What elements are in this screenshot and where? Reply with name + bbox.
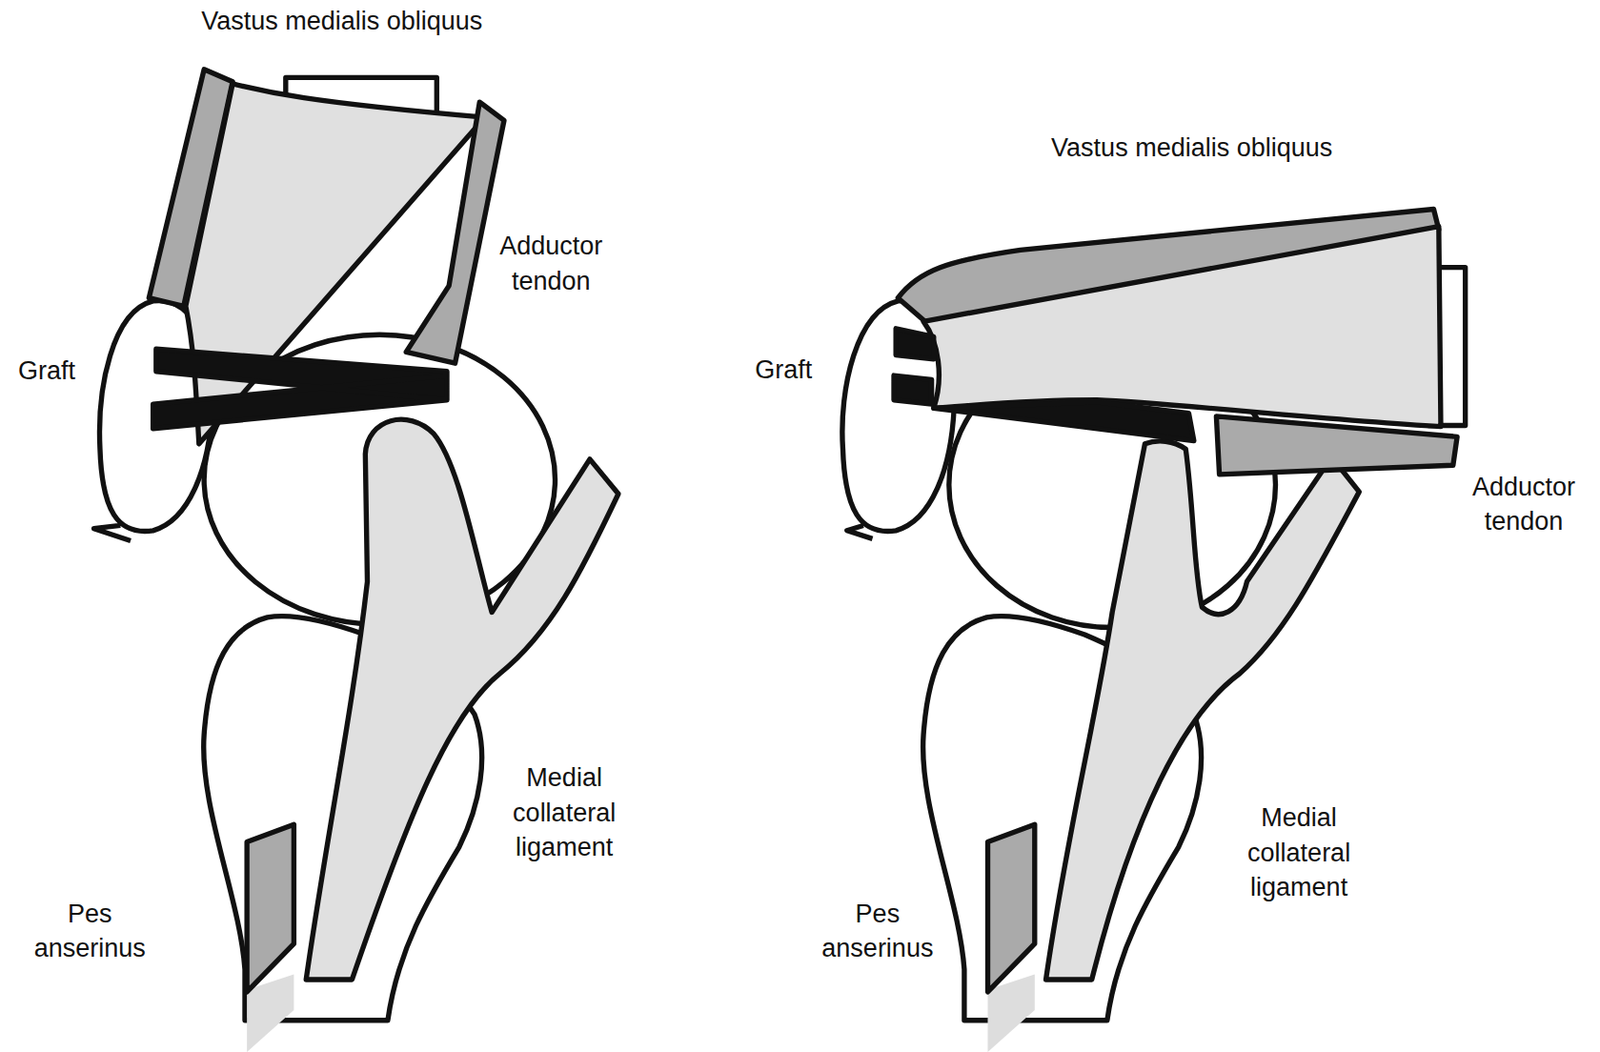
graft <box>893 328 1195 442</box>
part-label: Graft <box>740 351 827 386</box>
adductor-tendon <box>405 101 505 364</box>
pes-anserinus <box>988 824 1035 993</box>
part-label: Pes anserinus <box>22 895 157 966</box>
part-label: Pes anserinus <box>810 895 945 966</box>
vmo <box>923 226 1441 427</box>
left-knee <box>94 69 619 1052</box>
part-label: Medial collateral ligament <box>492 761 636 866</box>
part-label: Adductor tendon <box>484 228 618 299</box>
graft <box>153 348 447 429</box>
part-label: Graft <box>3 352 90 387</box>
part-label: Vastus medialis obliquus <box>992 130 1393 165</box>
part-label: Vastus medialis obliquus <box>141 3 543 39</box>
pes-anserinus <box>246 824 294 993</box>
right-knee <box>842 209 1466 1052</box>
mcl <box>305 419 619 980</box>
part-label: Adductor tendon <box>1452 469 1596 540</box>
part-label: Medial collateral ligament <box>1227 801 1371 906</box>
